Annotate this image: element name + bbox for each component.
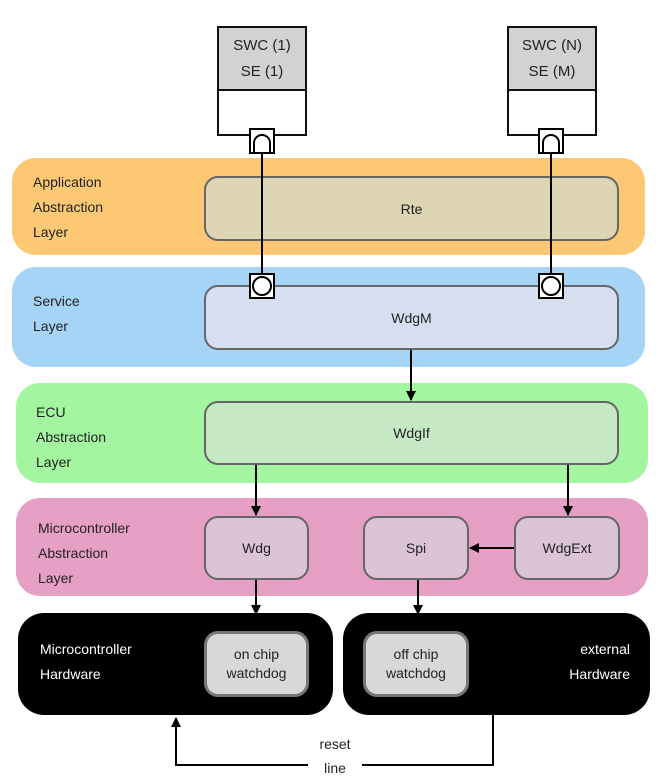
off-chip-watchdog[interactable]: off chip watchdog <box>363 631 469 697</box>
service-layer-label: Service Layer <box>33 293 80 334</box>
swc-se: SE (M) <box>528 62 576 80</box>
microcontroller-abstraction-layer-label: Microcontroller Abstraction Layer <box>38 520 130 586</box>
application-layer-label: Application Abstraction Layer <box>33 174 104 240</box>
module-wdg[interactable]: Wdg <box>204 516 309 580</box>
ecu-abstraction-layer-label: ECU Abstraction Layer <box>36 404 107 470</box>
swc-header: SWC (1) SE (1) <box>219 28 305 91</box>
module-wdgif[interactable]: WdgIf <box>204 401 619 465</box>
swc-component-1: SWC (1) SE (1) <box>217 26 307 136</box>
swc-name: SWC (1) <box>233 36 291 54</box>
swc-component-n: SWC (N) SE (M) <box>507 26 597 136</box>
module-wdgext[interactable]: WdgExt <box>514 516 620 580</box>
swc-se: SE (1) <box>240 62 284 80</box>
swc-header: SWC (N) SE (M) <box>509 28 595 91</box>
module-wdgm[interactable]: WdgM <box>204 285 619 350</box>
external-hardware-label: external Hardware <box>569 641 630 682</box>
microcontroller-hardware-label: Microcontroller Hardware <box>40 641 132 682</box>
module-rte[interactable]: Rte <box>204 176 619 241</box>
swc-name: SWC (N) <box>522 36 582 54</box>
on-chip-watchdog[interactable]: on chip watchdog <box>204 631 309 697</box>
reset-line-label: reset line <box>308 732 362 780</box>
module-spi[interactable]: Spi <box>363 516 469 580</box>
